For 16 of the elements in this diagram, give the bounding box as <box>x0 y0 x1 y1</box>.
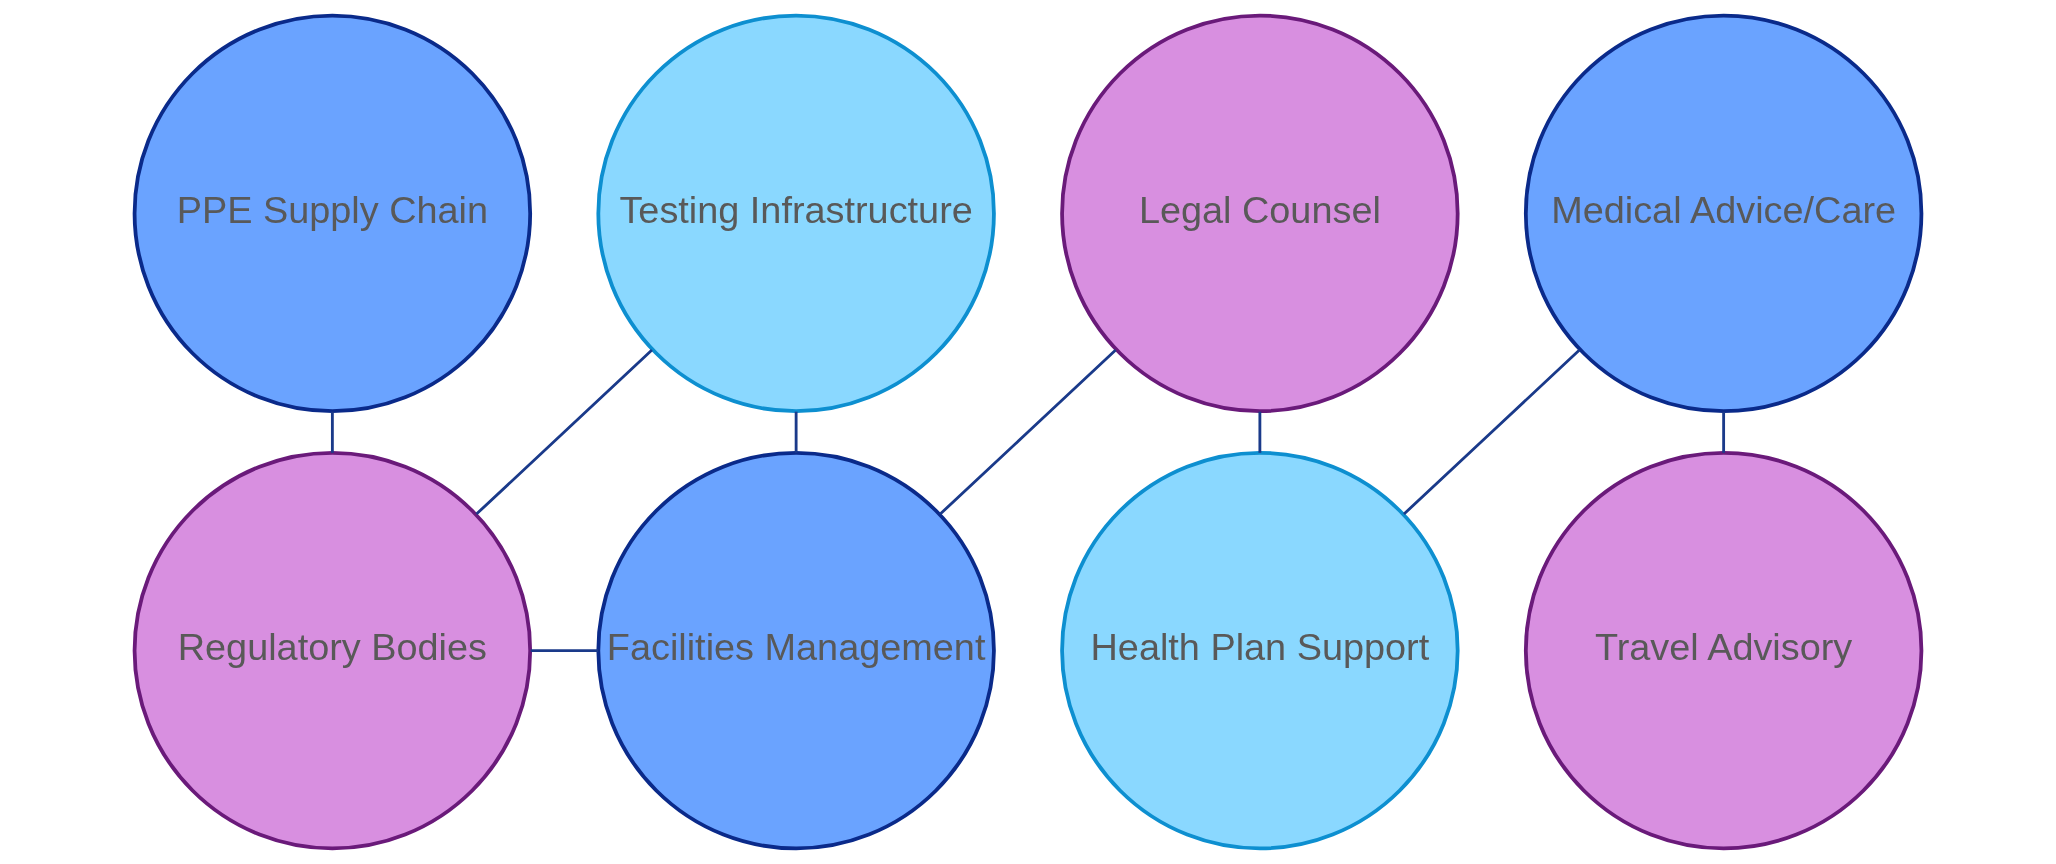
node-circle: Travel Advisory <box>1523 450 1924 851</box>
node-circle: Facilities Management <box>596 450 996 851</box>
node-circle: Testing Infrastructure <box>596 13 996 414</box>
connector <box>939 349 1117 516</box>
node-circle: Legal Counsel <box>1060 13 1460 414</box>
connector <box>475 349 653 516</box>
connector <box>530 649 599 653</box>
node-circle: Medical Advice/Care <box>1523 13 1924 414</box>
connector <box>330 411 334 453</box>
node-circle: Regulatory Bodies <box>132 450 533 851</box>
node-circle: PPE Supply Chain <box>132 13 533 414</box>
connector <box>794 411 798 453</box>
connector <box>1722 411 1726 453</box>
node-circle: Health Plan Support <box>1060 450 1460 851</box>
connector <box>1258 411 1262 453</box>
connector <box>1403 349 1581 516</box>
